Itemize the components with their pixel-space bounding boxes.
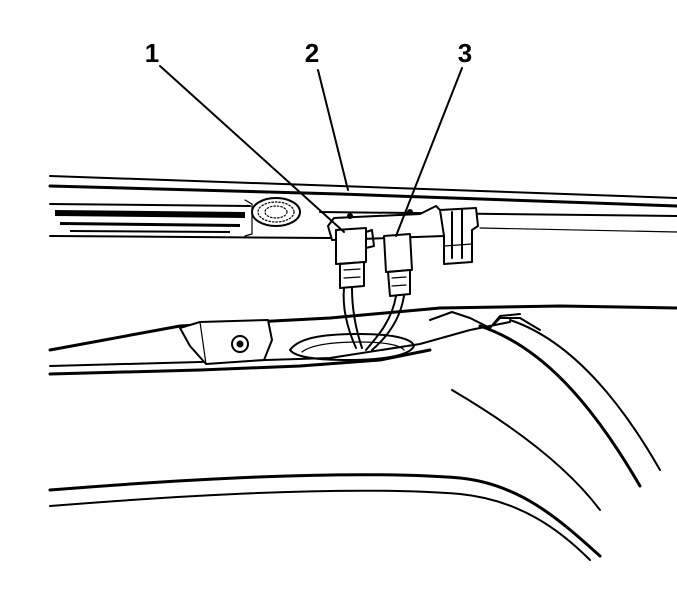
callout-2: 2 [305,38,319,68]
connector-3 [383,233,413,297]
callout-3: 3 [458,38,472,68]
upper-rail [48,175,677,239]
leader-lines [159,65,463,237]
grommet [251,197,301,227]
lower-panel [48,304,677,561]
wire-harness [342,287,405,351]
callout-1: 1 [145,38,159,68]
connector-1 [335,227,375,289]
retaining-clip [439,207,479,265]
callouts: 1 2 3 [145,38,472,68]
leader-line-2 [317,69,349,191]
leader-line-1 [159,65,345,233]
hatched-strip [55,199,253,237]
leader-line-3 [395,67,463,237]
